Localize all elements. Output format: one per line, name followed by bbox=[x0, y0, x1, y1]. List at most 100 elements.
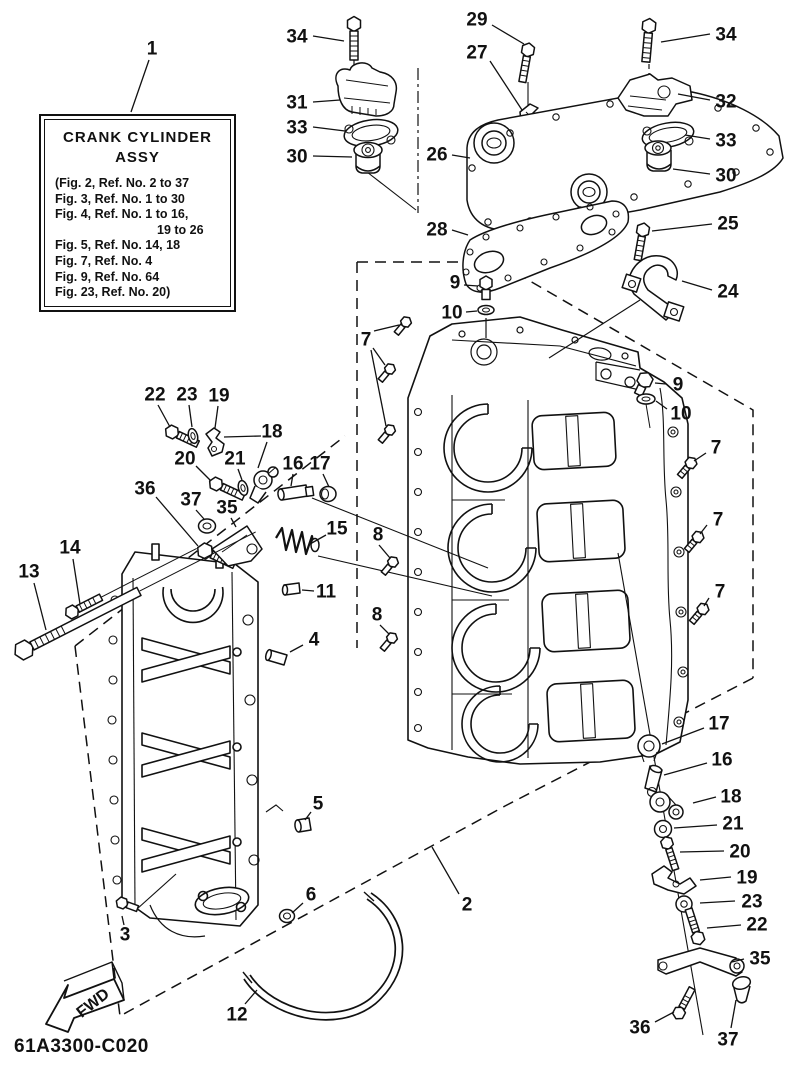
bottom-parts bbox=[115, 817, 404, 1021]
right-linkage-parts bbox=[637, 734, 752, 1020]
callout-leader-36 bbox=[155, 496, 199, 547]
top-right-parts bbox=[617, 17, 710, 626]
callout-leader-24 bbox=[681, 280, 713, 291]
anode-30-right bbox=[644, 140, 672, 172]
callout-leader-7 bbox=[699, 524, 708, 535]
info-box-ref-line: Fig. 4, Ref. No. 1 to 16, bbox=[55, 207, 189, 222]
callout-21: 21 bbox=[224, 449, 246, 470]
info-box-ref-line: 19 to 26 bbox=[157, 222, 204, 237]
callout-leader-17 bbox=[322, 473, 330, 488]
callout-18: 18 bbox=[261, 422, 282, 443]
callout-leader-34 bbox=[660, 33, 711, 43]
callout-9: 9 bbox=[673, 375, 684, 396]
info-box: CRANK CYLINDER ASSY (Fig. 2, Ref. No. 2 … bbox=[39, 114, 236, 312]
bolt-7-left-b bbox=[377, 363, 397, 383]
callout-leader-35 bbox=[230, 517, 237, 528]
bolt-7-left-a bbox=[393, 316, 413, 336]
washer-23 bbox=[187, 427, 199, 445]
dowel-pin-4 bbox=[264, 648, 288, 666]
crankcase bbox=[407, 316, 689, 765]
callout-17: 17 bbox=[309, 454, 330, 475]
bracket-35-left bbox=[211, 525, 263, 567]
callout-10: 10 bbox=[441, 303, 462, 324]
callout-leader-9 bbox=[463, 284, 479, 287]
spring-15 bbox=[275, 526, 320, 556]
grommet-6 bbox=[278, 908, 296, 924]
left-linkage-parts bbox=[14, 316, 413, 666]
info-box-ref-line: Fig. 7, Ref. No. 4 bbox=[55, 253, 153, 268]
callout-23: 23 bbox=[741, 892, 762, 913]
gasket-33-left bbox=[343, 118, 399, 148]
bolt-29 bbox=[518, 42, 536, 84]
callout-16: 16 bbox=[282, 454, 303, 475]
callout-34: 34 bbox=[286, 27, 308, 48]
callout-13: 13 bbox=[18, 562, 39, 583]
callout-28: 28 bbox=[426, 220, 447, 241]
fwd-arrow: FWD bbox=[45, 961, 125, 1033]
callout-leader-7 bbox=[373, 324, 400, 332]
callout-leader-18 bbox=[257, 441, 268, 469]
callout-leader-10 bbox=[465, 310, 478, 313]
hose-12 bbox=[242, 891, 404, 1021]
callout-14: 14 bbox=[59, 538, 81, 559]
callout-leader-23 bbox=[699, 900, 736, 904]
callout-leader-13 bbox=[33, 582, 47, 631]
callout-leader-2 bbox=[431, 846, 460, 895]
sensor-3 bbox=[115, 896, 140, 913]
callout-35: 35 bbox=[216, 498, 238, 519]
bolt-22-right bbox=[684, 907, 706, 946]
callout-20: 20 bbox=[174, 449, 195, 470]
info-box-inner: CRANK CYLINDER ASSY (Fig. 2, Ref. No. 2 … bbox=[44, 119, 231, 307]
callout-leader-22 bbox=[157, 404, 171, 428]
info-box-title-line1: CRANK CYLINDER bbox=[63, 129, 212, 146]
callout-35: 35 bbox=[749, 949, 771, 970]
callout-leader-18 bbox=[223, 435, 262, 438]
callout-leader-10 bbox=[655, 400, 668, 410]
bolt-8-b bbox=[379, 632, 399, 652]
callout-27: 27 bbox=[466, 43, 487, 64]
callout-leader-35 bbox=[731, 958, 745, 963]
callout-leader-16 bbox=[663, 762, 708, 776]
callout-leader-17 bbox=[661, 727, 705, 745]
bushing-37-left bbox=[197, 518, 217, 534]
bolt-34-right bbox=[641, 17, 657, 63]
bolt-7-b bbox=[683, 530, 705, 554]
callout-6: 6 bbox=[306, 885, 317, 906]
bolt-7-c bbox=[688, 602, 710, 626]
callout-19: 19 bbox=[736, 868, 757, 889]
callout-7: 7 bbox=[361, 330, 372, 351]
bolt-7-left-c bbox=[377, 424, 397, 444]
callout-leader-20 bbox=[195, 465, 212, 482]
callout-leader-15 bbox=[309, 534, 327, 545]
callout-5: 5 bbox=[313, 794, 324, 815]
callout-leader-8 bbox=[379, 624, 390, 635]
bolt-14 bbox=[65, 547, 197, 620]
info-box-ref-line: Fig. 3, Ref. No. 1 to 30 bbox=[55, 191, 185, 206]
lever-18-right bbox=[649, 791, 684, 820]
callout-leader-37 bbox=[195, 509, 205, 520]
callout-leader-37 bbox=[730, 999, 737, 1029]
callout-leader-30 bbox=[672, 168, 711, 175]
callout-10: 10 bbox=[670, 404, 691, 425]
pin-16-right bbox=[644, 764, 663, 798]
callout-leader-5 bbox=[304, 811, 312, 821]
callout-8: 8 bbox=[373, 525, 384, 546]
cap-17-right bbox=[637, 734, 661, 763]
callout-leader-31 bbox=[312, 99, 341, 103]
callout-leader-22 bbox=[706, 924, 742, 929]
callout-26: 26 bbox=[426, 145, 447, 166]
callout-leader-6 bbox=[291, 902, 304, 914]
callout-29: 29 bbox=[466, 10, 487, 31]
bracket-24 bbox=[621, 255, 685, 322]
callout-leader-27 bbox=[489, 60, 523, 111]
lever-18-left bbox=[249, 466, 279, 504]
callout-23: 23 bbox=[176, 385, 197, 406]
callout-24: 24 bbox=[717, 282, 739, 303]
callout-18: 18 bbox=[720, 787, 741, 808]
callout-leader-19 bbox=[699, 876, 732, 881]
callout-leader-30 bbox=[312, 155, 353, 158]
callout-9: 9 bbox=[450, 273, 461, 294]
callout-leader-7 bbox=[693, 452, 707, 462]
callout-33: 33 bbox=[715, 131, 736, 152]
